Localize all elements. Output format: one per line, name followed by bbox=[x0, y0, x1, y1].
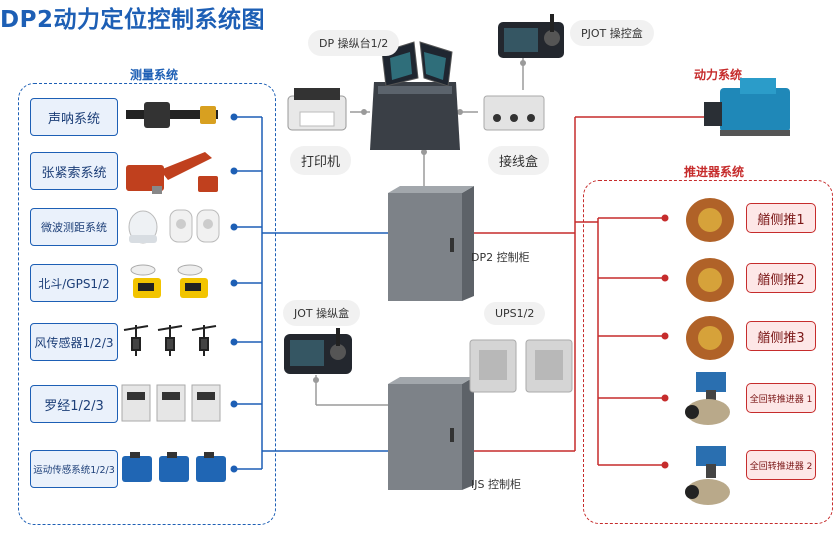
dp-console-label: DP 操纵台1/2 bbox=[308, 30, 400, 56]
tunnel-thruster-icon bbox=[686, 258, 734, 302]
taut-wire-icon bbox=[126, 152, 218, 194]
sensor-motion[interactable]: 运动传感系统1/2/3 bbox=[30, 450, 118, 488]
junction-box-icon bbox=[483, 95, 545, 131]
thruster-group-box bbox=[583, 180, 833, 524]
sensor-wind[interactable]: 风传感器1/2/3 bbox=[30, 323, 118, 361]
sensor-gyro[interactable]: 罗经1/2/3 bbox=[30, 385, 118, 423]
measurement-group-box bbox=[18, 83, 276, 525]
ijs-cabinet-icon bbox=[388, 377, 474, 490]
azimuth-thruster-2-button[interactable]: 全回转推进器 2 bbox=[746, 450, 816, 480]
tunnel-thruster-icon bbox=[686, 198, 734, 242]
junction-box-label: 接线盒 bbox=[488, 146, 550, 175]
bow-thruster-3-button[interactable]: 艏侧推3 bbox=[746, 321, 816, 351]
thruster-group-title: 推进器系统 bbox=[680, 163, 749, 180]
microwave-ranging-icon bbox=[128, 209, 220, 244]
jot-box-label: JOT 操纵盒 bbox=[283, 300, 361, 326]
wind-sensor-icon bbox=[123, 325, 217, 356]
azimuth-thruster-1-button[interactable]: 全回转推进器 1 bbox=[746, 383, 816, 413]
sensor-sonar[interactable]: 声呐系统 bbox=[30, 98, 118, 136]
gps-receiver-icon bbox=[130, 264, 208, 298]
azimuth-thruster-icon bbox=[685, 446, 730, 505]
sensor-gps[interactable]: 北斗/GPS1/2 bbox=[30, 264, 118, 302]
azimuth-thruster-icon bbox=[685, 372, 730, 425]
printer-icon bbox=[287, 88, 347, 131]
power-group-title: 动力系统 bbox=[690, 66, 747, 83]
engine-icon bbox=[704, 78, 790, 136]
sensor-taut-wire[interactable]: 张紧索系统 bbox=[30, 152, 118, 190]
ups-icon bbox=[469, 339, 573, 393]
sensor-bus bbox=[234, 116, 388, 470]
power-lines bbox=[462, 116, 720, 466]
dp2-cabinet-label: DP2 控制柜 bbox=[471, 251, 530, 264]
ijs-cabinet-label: IJS 控制柜 bbox=[471, 478, 521, 491]
measurement-group-title: 测量系统 bbox=[126, 66, 183, 83]
sensor-microwave[interactable]: 微波测距系统 bbox=[30, 208, 118, 246]
ups-label: UPS1/2 bbox=[484, 302, 546, 325]
tunnel-thruster-icon bbox=[686, 316, 734, 360]
jot-box-icon bbox=[284, 328, 352, 374]
gyro-compass-icon bbox=[121, 384, 221, 422]
dp-console-icon bbox=[370, 41, 460, 150]
page-title: DP2动力定位控制系统图 bbox=[0, 7, 265, 33]
dp2-cabinet-icon bbox=[388, 186, 474, 301]
sonar-icon bbox=[126, 102, 218, 128]
pjot-box-icon bbox=[498, 14, 564, 58]
motion-sensor-icon bbox=[122, 452, 226, 482]
bow-thruster-1-button[interactable]: 艏侧推1 bbox=[746, 203, 816, 233]
pjot-box-label: PJOT 操控盒 bbox=[570, 20, 654, 46]
bow-thruster-2-button[interactable]: 艏侧推2 bbox=[746, 263, 816, 293]
printer-label: 打印机 bbox=[290, 146, 352, 175]
